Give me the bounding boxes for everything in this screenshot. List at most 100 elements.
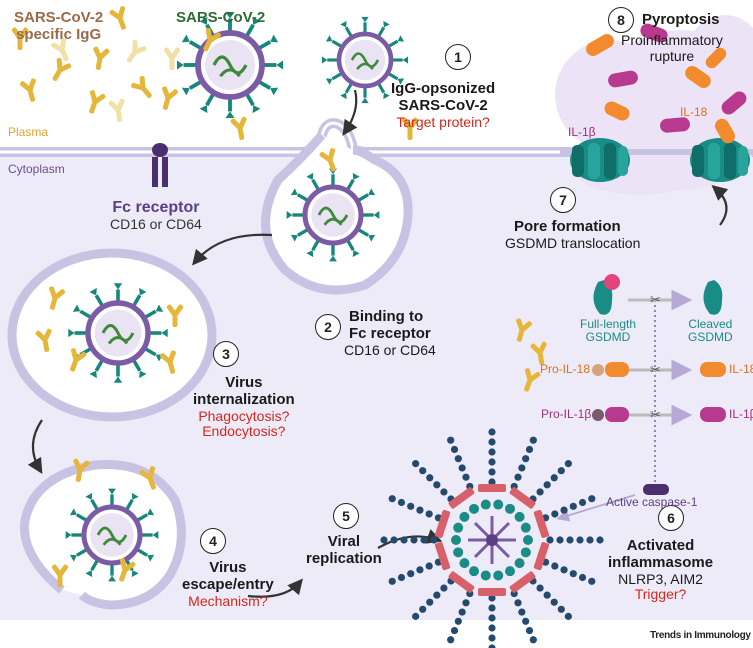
full-length-gsdmd-label: Full-length GSDMD (580, 317, 636, 345)
step-3-line1: Virus (225, 374, 263, 391)
antibody-16 (160, 350, 176, 374)
fc-receptor-membrane (152, 143, 168, 187)
step-6-line1: Activated (626, 537, 695, 554)
virus-bound (286, 168, 380, 262)
step-2-badge: 2 (315, 314, 341, 340)
antibody-5 (131, 75, 152, 98)
cytoplasm-region (0, 150, 753, 620)
step-8-sub-line2: rupture (649, 47, 695, 64)
fc-receptor-title: Fc receptor (112, 199, 200, 216)
arrow-1-to-2 (342, 89, 358, 136)
fc-receptor-label: Fc receptor CD16 or CD64 (110, 199, 202, 233)
journal-footer: Trends in Immunology (650, 630, 751, 641)
step-5-line1: Viral (327, 533, 361, 550)
svg-text:✂: ✂ (650, 407, 661, 422)
antibody-13 (35, 328, 52, 352)
antibody-18 (139, 466, 156, 490)
pro-il1b-label: Pro-IL-1β (541, 407, 592, 421)
virus-free (176, 11, 284, 119)
step-8-sub: Proinflammatory rupture (621, 32, 723, 64)
antibody-pale-1 (126, 40, 147, 63)
svg-text:✂: ✂ (650, 362, 661, 377)
antibody-3 (20, 78, 36, 102)
step-2-line1: Binding to (349, 308, 424, 325)
antibody-19 (51, 564, 69, 587)
igg-label: SARS-CoV-2 specific IgG (14, 9, 103, 44)
full-length-line2: GSDMD (585, 330, 631, 345)
step-6-badge: 6 (658, 505, 684, 531)
step-7-sub: GSDMD translocation (505, 234, 641, 251)
virus-opsonized (321, 16, 409, 104)
step-8-title: Pyroptosis (642, 11, 720, 28)
plasma-label: Plasma (8, 125, 49, 139)
step-7-badge: 7 (550, 187, 576, 213)
cleaved-gsdmd-label: Cleaved GSDMD (688, 317, 733, 345)
antibody-pale-3 (108, 98, 125, 122)
step-5-badge: 5 (333, 503, 359, 529)
step-3-line2: internalization (193, 390, 295, 408)
step-2-text: Binding to Fc receptor CD16 or CD64 (344, 308, 436, 358)
step-1-note: Target protein? (396, 113, 490, 130)
step-4-badge: 4 (200, 528, 226, 554)
inflammasome (380, 428, 604, 648)
antibody-22 (530, 341, 547, 365)
step-6-note: Trigger? (634, 586, 687, 603)
il1b-label: IL-1β (729, 407, 753, 421)
step-1-badge: 1 (445, 44, 471, 70)
gsdmd-pore-right (690, 138, 750, 182)
cleaved-line2: GSDMD (688, 330, 733, 345)
step-2-sub: CD16 or CD64 (344, 341, 436, 358)
antibody-9 (203, 28, 221, 52)
step-4-note: Mechanism? (188, 592, 268, 609)
antibody-17 (73, 458, 90, 482)
full-length-gsdmd (593, 274, 620, 315)
step-6-text: Activated inflammasome NLRP3, AIM2 Trigg… (608, 537, 714, 603)
antibody-2 (52, 57, 72, 81)
step-7-text: Pore formation GSDMD translocation (505, 218, 641, 251)
step-1-line1: IgG-opsonized (391, 80, 496, 97)
step-7-line1: Pore formation (514, 218, 621, 235)
step-6-sub: NLRP3, AIM2 (618, 570, 703, 587)
arrow-2-to-3 (192, 233, 273, 266)
gsdmd-pore-left (570, 138, 630, 182)
antibody-pale-0 (51, 38, 69, 62)
antibody-7 (162, 86, 178, 110)
antibody-6 (89, 90, 106, 114)
cytoplasm-label: Cytoplasm (8, 162, 65, 176)
il18-label: IL-18 (729, 362, 753, 376)
antibody-0 (11, 27, 29, 50)
step-4-line1: Virus (209, 559, 247, 576)
virus-internalized (68, 283, 168, 383)
step-3-note1: Phagocytosis? (198, 407, 290, 424)
antibody-14 (70, 348, 87, 372)
cleaved-gsdmd (703, 280, 723, 315)
antibody-21 (516, 318, 532, 342)
svg-text:✂: ✂ (650, 292, 661, 307)
antibody-15 (166, 304, 184, 327)
released-cytokines (586, 23, 747, 144)
step-8-badge: 8 (608, 7, 634, 33)
step-4-text: Virus escape/entry Mechanism? (182, 559, 274, 609)
step-1-text: IgG-opsonized SARS-CoV-2 Target protein? (391, 80, 496, 130)
fc-receptor-sub: CD16 or CD64 (110, 215, 202, 232)
antibody-23 (524, 368, 541, 392)
step-5-line2: replication (306, 549, 382, 567)
step-3-badge: 3 (213, 341, 239, 367)
arrow-3-to-4 (27, 419, 43, 474)
active-caspase-1 (643, 484, 669, 495)
step-8-sub-line1: Proinflammatory (621, 32, 723, 48)
arrow-7-to-8 (711, 185, 729, 226)
cleaved-line1: Cleaved (688, 317, 733, 331)
antibody-11 (319, 148, 336, 172)
step-5-text: Viral replication (306, 533, 382, 568)
cloud-il18-label: IL-18 (680, 105, 708, 119)
arrow-4-to-5 (247, 578, 303, 598)
pro-il18-label: Pro-IL-18 (540, 362, 591, 376)
step-4-line2: escape/entry (182, 575, 274, 593)
antibody-12 (49, 286, 65, 310)
antibody-pale-2 (163, 47, 181, 70)
virus-label: SARS-CoV-2 (176, 9, 266, 26)
step-6-line2: inflammasome (608, 553, 714, 571)
antibody-8 (230, 116, 247, 140)
